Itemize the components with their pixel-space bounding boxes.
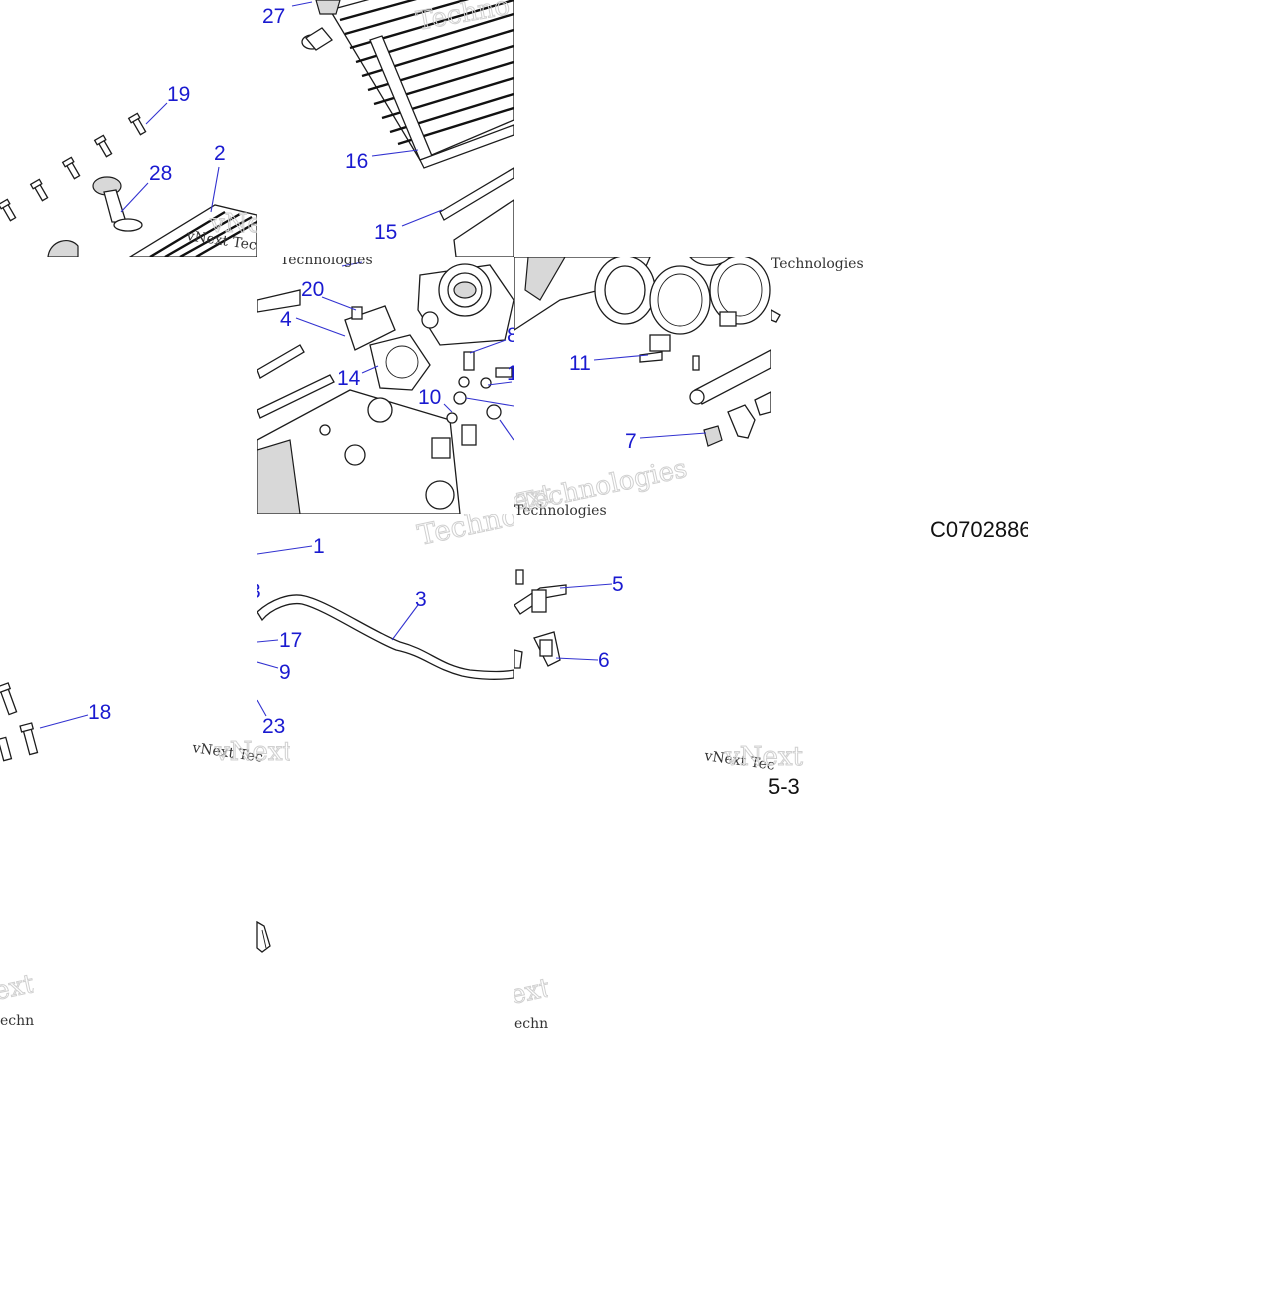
tile-intercooler: 27 16 15 Techno — [262, 0, 514, 257]
gasket — [369, 334, 431, 391]
bottom-watermarks: ext echno ext echno — [0, 969, 557, 1032]
callout-9: 9 — [279, 661, 291, 684]
injector-clip — [703, 425, 723, 447]
watermark-right: Technologies — [771, 256, 864, 272]
callout-14: 14 — [337, 367, 361, 390]
watermark-brand: vNext — [209, 209, 288, 239]
inlet-hose-fitting — [301, 0, 341, 51]
callout-1: 1 — [313, 535, 325, 558]
page-reference: 5-3 — [768, 774, 800, 799]
tile-throttle-body: 20 4 8 14 13 10 Technologies — [257, 252, 530, 514]
seal-strip — [439, 167, 514, 221]
watermark-brand-2: vNext — [214, 737, 293, 767]
small-hardware — [257, 289, 513, 459]
callout-10: 10 — [418, 386, 441, 409]
callout-27: 27 — [262, 5, 285, 28]
throttle-body — [417, 263, 514, 346]
tile-fittings: 5 6 Technologies Technologies vNext Tec … — [514, 460, 804, 799]
callout-18: 18 — [88, 701, 111, 724]
callout-15: 15 — [374, 221, 397, 244]
callout-5: 5 — [612, 573, 624, 596]
callout-8: 8 — [507, 324, 519, 347]
tile-top-left: 19 28 2 vNext vNext Tec — [0, 83, 288, 257]
plenum-body — [257, 389, 461, 514]
duct-coupler — [594, 257, 656, 325]
callout-20: 20 — [301, 278, 324, 301]
coolant-hose — [257, 594, 514, 680]
callout-4: 4 — [280, 308, 292, 331]
tile-right-edge: Technologies C0702886 — [771, 256, 1032, 542]
fuel-fitting — [514, 569, 567, 615]
bolt-group — [0, 112, 147, 222]
tile-fuel-rail: 11 7 ext — [509, 257, 771, 517]
callout-3: 3 — [415, 588, 427, 611]
watermark-fragment-c: ext — [0, 969, 38, 1007]
elbow-fitting — [533, 631, 561, 667]
tile-lower-fragment — [256, 920, 271, 953]
callout-28: 28 — [149, 162, 172, 185]
watermark-fragment-b: ext — [509, 479, 555, 517]
watermark-fragment-e: ext — [507, 973, 553, 1011]
watermark-brand-4: Technologies — [514, 503, 607, 519]
hose-stub — [47, 240, 79, 257]
v-band-clamp-b — [709, 257, 771, 327]
callout-19: 19 — [167, 83, 190, 106]
map-sensor — [344, 305, 396, 351]
callout-17: 17 — [279, 629, 302, 652]
callout-16: 16 — [345, 150, 368, 173]
callout-13: 13 — [507, 362, 530, 385]
cooler-corner — [128, 204, 257, 257]
callout-2: 2 — [214, 142, 226, 165]
watermark-fragment-f: echno — [514, 1016, 557, 1032]
callout-partial-3: 3 — [249, 580, 261, 603]
tile-lower-left: 18 vNext Tec vNext — [0, 682, 293, 768]
watermark-fragment-d: echno — [0, 1013, 43, 1029]
fuel-rail — [689, 349, 771, 405]
outlet-fitting — [92, 176, 143, 232]
plenum-edge — [453, 199, 514, 257]
callout-6: 6 — [598, 649, 610, 672]
injector-pair — [727, 391, 771, 439]
callout-23: 23 — [262, 715, 285, 738]
callout-11: 11 — [569, 352, 591, 375]
drawing-code: C0702886 — [930, 517, 1032, 542]
callout-7: 7 — [625, 430, 637, 453]
watermark-fragment-top: Technologies — [280, 252, 373, 268]
tile-hose: 1 3 3 17 9 23 Technologies — [249, 514, 514, 738]
watermark-brand-6: vNext — [724, 742, 803, 772]
v-band-clamp-a — [649, 265, 711, 352]
